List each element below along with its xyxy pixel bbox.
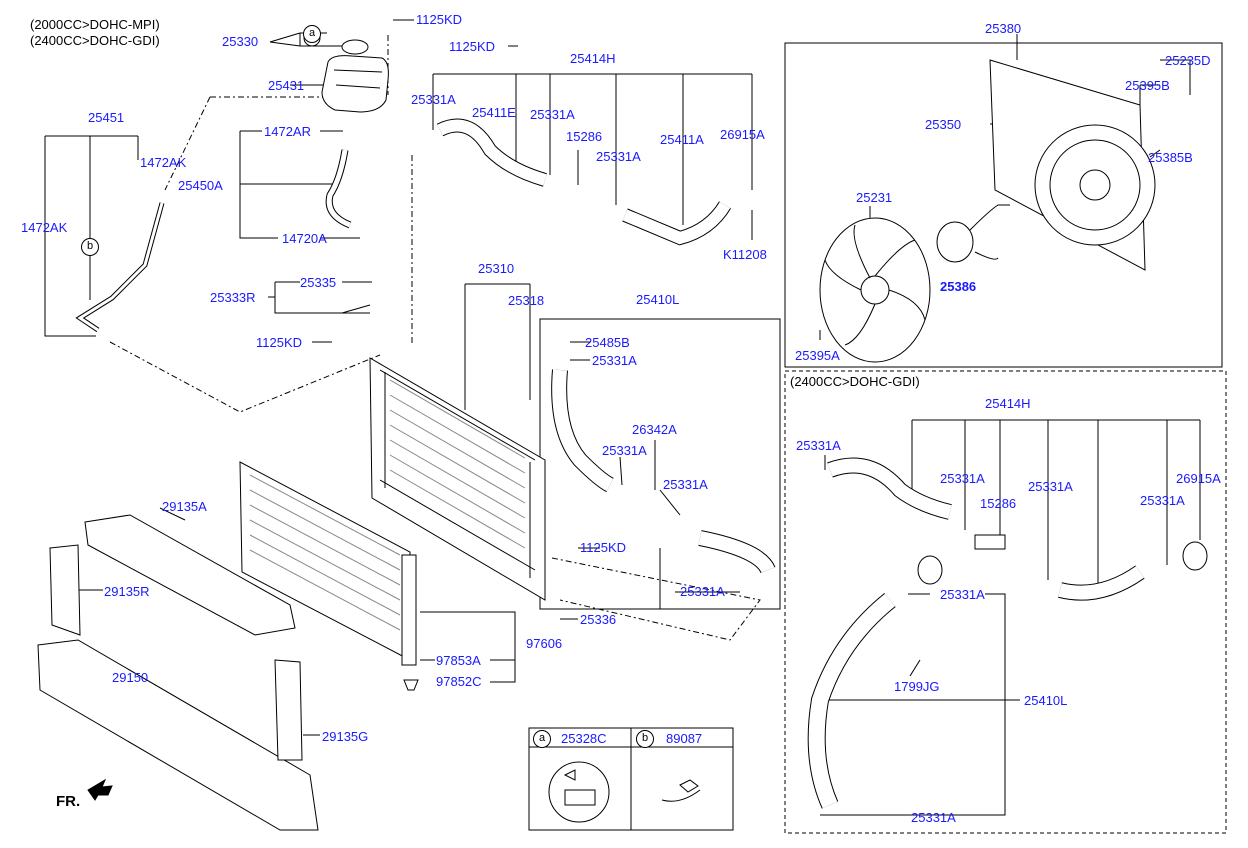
front-direction-label: FR. xyxy=(56,793,81,810)
part-1125KD-top[interactable]: 1125KD xyxy=(416,12,463,27)
part-25411E[interactable]: 25411E xyxy=(472,105,516,120)
part-25330[interactable]: 25330 xyxy=(222,34,259,49)
part-26915A[interactable]: 26915A xyxy=(720,127,765,142)
part-25410L[interactable]: 25410L xyxy=(636,292,680,307)
part-25336[interactable]: 25336 xyxy=(580,612,617,627)
part-1472AR[interactable]: 1472AR xyxy=(264,124,311,139)
part-25310[interactable]: 25310 xyxy=(478,261,515,276)
part-25318[interactable]: 25318 xyxy=(508,293,545,308)
part-25335[interactable]: 25335 xyxy=(300,275,337,290)
fan-assembly-box xyxy=(784,42,1223,368)
part-29150[interactable]: 29150 xyxy=(112,670,149,685)
inset-part-25331A-1[interactable]: 25331A xyxy=(796,438,841,453)
part-25331A-2[interactable]: 25331A xyxy=(530,107,575,122)
part-25350[interactable]: 25350 xyxy=(925,117,962,132)
inset-part-15286[interactable]: 15286 xyxy=(980,496,1017,511)
engine-variant-2: (2400CC>DOHC-GDI) xyxy=(30,33,160,48)
inset-part-25331A-3[interactable]: 25331A xyxy=(1028,479,1073,494)
part-25235D[interactable]: 25235D xyxy=(1165,53,1211,68)
legend-icons xyxy=(548,761,701,823)
part-25450A[interactable]: 25450A xyxy=(178,178,223,193)
inset-part-25331A-2[interactable]: 25331A xyxy=(940,471,985,486)
part-25331A-6[interactable]: 25331A xyxy=(663,477,708,492)
callout-b: b xyxy=(81,238,99,256)
part-26342A[interactable]: 26342A xyxy=(632,422,677,437)
part-25331A-7[interactable]: 25331A xyxy=(680,584,725,599)
part-25231[interactable]: 25231 xyxy=(856,190,893,205)
part-25431[interactable]: 25431 xyxy=(268,78,305,93)
part-25395A[interactable]: 25395A xyxy=(795,348,840,363)
inset-variant-label: (2400CC>DOHC-GDI) xyxy=(790,374,920,389)
condenser-drawing xyxy=(239,461,419,691)
part-97853A[interactable]: 97853A xyxy=(436,653,481,668)
part-25385B[interactable]: 25385B xyxy=(1148,150,1193,165)
part-97852C[interactable]: 97852C xyxy=(436,674,482,689)
callout-a: a xyxy=(303,25,321,43)
inset-part-26915A[interactable]: 26915A xyxy=(1176,471,1221,486)
inset-part-25414H[interactable]: 25414H xyxy=(985,396,1031,411)
part-25386[interactable]: 25386 xyxy=(940,279,977,294)
part-29135G[interactable]: 29135G xyxy=(322,729,369,744)
part-1125KD-d[interactable]: 1125KD xyxy=(580,540,627,555)
part-25331A-3[interactable]: 25331A xyxy=(596,149,641,164)
part-25485B[interactable]: 25485B xyxy=(585,335,630,350)
part-25331A-1[interactable]: 25331A xyxy=(411,92,456,107)
part-29135A[interactable]: 29135A xyxy=(162,499,207,514)
part-25414H[interactable]: 25414H xyxy=(570,51,616,66)
gdi-inset-drawing xyxy=(807,457,1208,809)
inset-part-25331A-6[interactable]: 25331A xyxy=(911,810,956,825)
engine-variant-1: (2000CC>DOHC-MPI) xyxy=(30,17,160,32)
legend-a-part[interactable]: 25328C xyxy=(561,731,607,746)
part-25331A-5[interactable]: 25331A xyxy=(602,443,647,458)
part-K11208[interactable]: K11208 xyxy=(723,247,767,262)
part-25380[interactable]: 25380 xyxy=(985,21,1022,36)
legend-b-part[interactable]: 89087 xyxy=(666,731,703,746)
fan-shroud-drawing xyxy=(819,59,1156,363)
inset-part-25410L[interactable]: 25410L xyxy=(1024,693,1068,708)
part-1472AK-b[interactable]: 1472AK xyxy=(21,220,68,235)
radiator-drawing xyxy=(369,357,546,601)
air-guards-drawing xyxy=(37,514,319,831)
part-29135R[interactable]: 29135R xyxy=(104,584,150,599)
part-25333R[interactable]: 25333R xyxy=(210,290,256,305)
part-25411A[interactable]: 25411A xyxy=(660,132,704,147)
inset-part-25331A-4[interactable]: 25331A xyxy=(1140,493,1185,508)
legend-b-letter: b xyxy=(636,730,654,748)
part-1472AK-a[interactable]: 1472AK xyxy=(140,155,187,170)
part-15286[interactable]: 15286 xyxy=(566,129,603,144)
gdi-inset-box xyxy=(784,370,1227,834)
part-1125KD-c[interactable]: 1125KD xyxy=(256,335,303,350)
part-97606[interactable]: 97606 xyxy=(526,636,563,651)
part-1125KD-b[interactable]: 1125KD xyxy=(449,39,496,54)
legend-a-letter: a xyxy=(533,730,551,748)
inset-part-1799JG[interactable]: 1799JG xyxy=(894,679,940,694)
reservoir-tank-drawing xyxy=(303,29,389,113)
part-14720A[interactable]: 14720A xyxy=(282,231,327,246)
part-25331A-4[interactable]: 25331A xyxy=(592,353,637,368)
part-25395B[interactable]: 25395B xyxy=(1125,78,1170,93)
inset-part-25331A-5[interactable]: 25331A xyxy=(940,587,985,602)
part-25451[interactable]: 25451 xyxy=(88,110,125,125)
